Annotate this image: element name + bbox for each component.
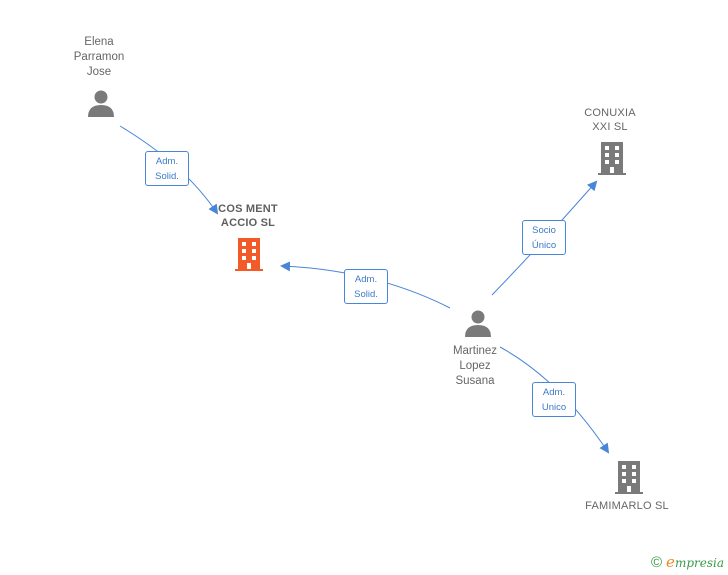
person-icon[interactable]	[463, 308, 493, 338]
node-label-martinez: Martinez Lopez Susana	[452, 345, 498, 387]
building-icon[interactable]	[614, 459, 644, 495]
node-label-conuxia: CONUXIA XXI SL	[584, 107, 636, 133]
node-label-elena: Elena Parramon Jose	[73, 36, 125, 78]
edge-label-martinez-famimarlo[interactable]: Adm. Unico	[532, 382, 576, 417]
building-icon[interactable]	[597, 140, 627, 176]
empresia-logo: empresia	[666, 553, 724, 571]
node-label-cosment: COS MENT ACCIO SL	[218, 203, 278, 229]
building-icon[interactable]	[234, 236, 264, 272]
empresia-watermark: © empresia	[651, 553, 724, 571]
edge-label-elena-cosment[interactable]: Adm. Solid.	[145, 151, 189, 186]
edge-label-martinez-cosment[interactable]: Adm. Solid.	[344, 269, 388, 304]
person-icon[interactable]	[86, 88, 116, 118]
copyright-icon: ©	[650, 553, 663, 571]
node-label-famimarlo: FAMIMARLO SL	[585, 500, 669, 512]
edge-label-martinez-conuxia[interactable]: Socio Único	[522, 220, 566, 255]
